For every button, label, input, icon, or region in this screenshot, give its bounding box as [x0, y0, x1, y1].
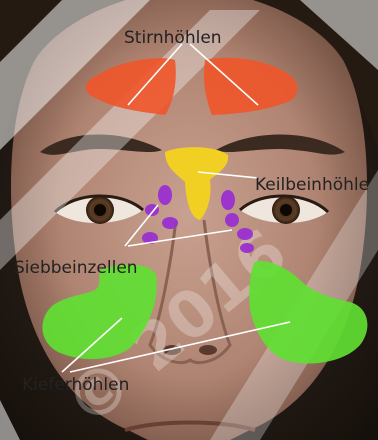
label-ethmoid-cells: Siebbeinzellen — [14, 258, 138, 278]
label-maxillary-sinuses: Kieferhöhlen — [22, 375, 129, 395]
label-sphenoid-sinus: Keilbeinhöhle — [255, 175, 369, 195]
ethmoid-cell — [221, 190, 235, 210]
ethmoid-cell — [237, 228, 253, 240]
ethmoid-cell — [158, 185, 172, 205]
ethmoid-cell — [162, 217, 178, 229]
ethmoid-cell — [225, 213, 239, 227]
label-frontal-sinuses: Stirnhöhlen — [124, 28, 222, 48]
ethmoid-cell — [240, 243, 254, 253]
